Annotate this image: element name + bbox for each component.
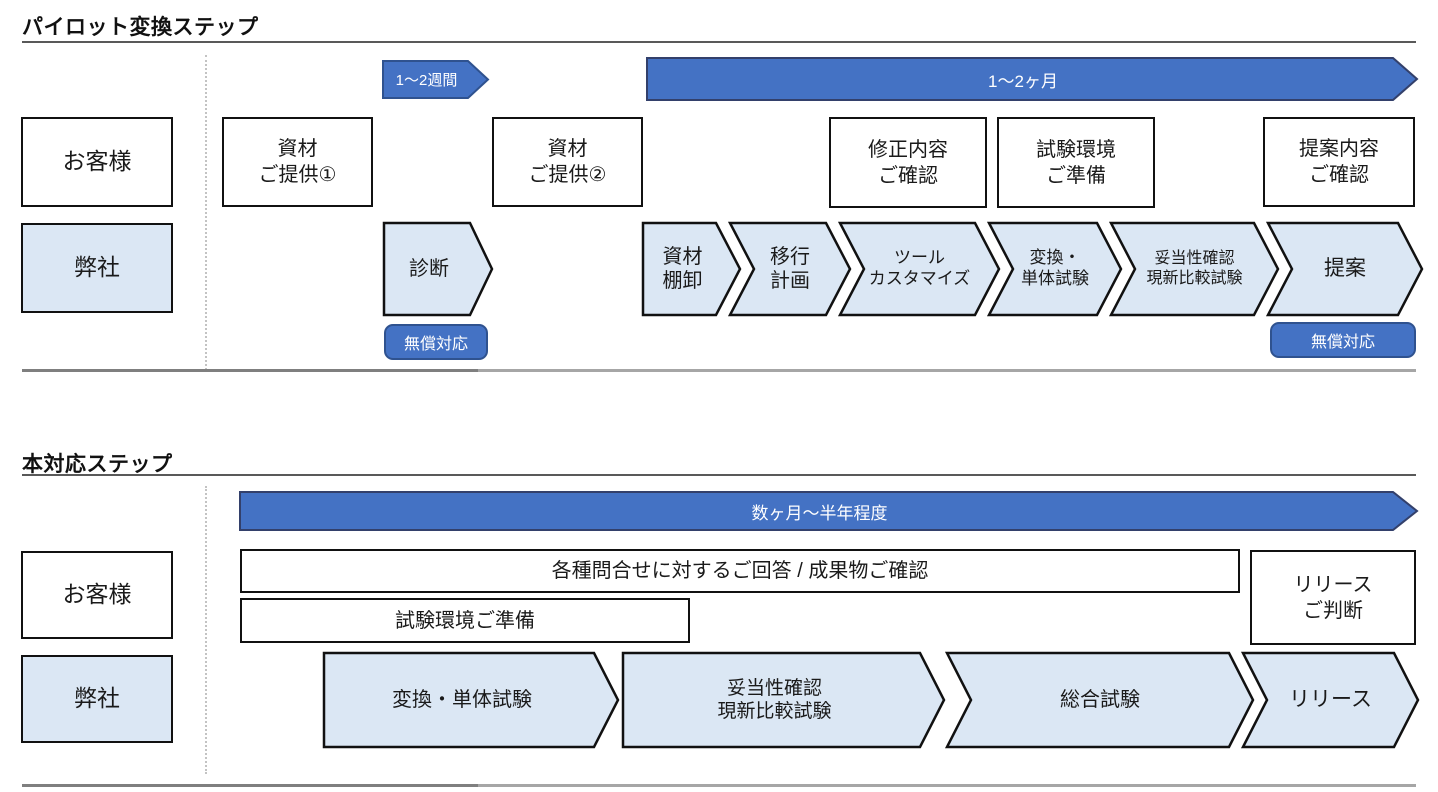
chevron-arrow-icon bbox=[944, 651, 1255, 749]
step-label: 妥当性確認 現新比較試験 bbox=[1146, 250, 1243, 287]
pentagon-arrow-icon bbox=[621, 651, 946, 749]
pentagon-arrow-icon bbox=[322, 651, 620, 749]
main-section-title: 本対応ステップ bbox=[22, 453, 173, 476]
chevron-arrow-icon bbox=[1108, 221, 1280, 317]
pilot-customer-step-box: 提案内容 ご確認 bbox=[1263, 117, 1415, 207]
chevron-arrow-icon bbox=[837, 221, 1001, 317]
step-label: 妥当性確認 現新比較試験 bbox=[717, 677, 832, 722]
right-arrow-icon bbox=[646, 57, 1419, 101]
main-company-step-chevron: 妥当性確認 現新比較試験 bbox=[621, 651, 946, 749]
main-customer-row-label: お客様 bbox=[21, 551, 173, 639]
right-arrow-icon bbox=[382, 60, 490, 99]
step-label: 変換・単体試験 bbox=[392, 688, 532, 711]
main-customer-step-box: 試験環境ご準備 bbox=[240, 598, 690, 643]
pilot-bottom-divider bbox=[22, 369, 478, 372]
pilot-section-title: パイロット変換ステップ bbox=[22, 16, 259, 39]
pilot-swimlane-divider bbox=[205, 55, 207, 370]
main-bottom-divider bbox=[478, 784, 1416, 787]
pilot-company-step-chevron: 妥当性確認 現新比較試験 bbox=[1108, 221, 1280, 317]
main-title-underline bbox=[22, 474, 1416, 476]
pilot-duration-short-label: 1〜2週間 bbox=[395, 72, 458, 89]
chevron-arrow-icon bbox=[1240, 651, 1420, 749]
free-support-badge: 無償対応 bbox=[1270, 322, 1416, 358]
chevron-arrow-icon bbox=[1265, 221, 1424, 317]
step-label: ツール カスタマイズ bbox=[868, 248, 971, 288]
main-company-step-chevron: リリース bbox=[1240, 651, 1420, 749]
main-swimlane-divider bbox=[205, 486, 207, 774]
step-label: リリース bbox=[1289, 688, 1372, 712]
right-arrow-icon bbox=[239, 491, 1419, 531]
step-label: 総合試験 bbox=[1060, 688, 1140, 711]
main-customer-step-box: リリース ご判断 bbox=[1250, 550, 1416, 645]
pilot-bottom-divider bbox=[478, 369, 1416, 372]
step-label: 移行 計画 bbox=[770, 245, 810, 292]
pilot-company-step-chevron: 資材 棚卸 bbox=[641, 221, 742, 317]
pilot-company-step-chevron: 提案 bbox=[1265, 221, 1424, 317]
pilot-duration-short-arrow: 1〜2週間 bbox=[382, 60, 490, 99]
pilot-company-step-chevron: 移行 計画 bbox=[727, 221, 852, 317]
main-duration-arrow: 数ヶ月〜半年程度 bbox=[239, 491, 1419, 531]
main-company-step-chevron: 変換・単体試験 bbox=[322, 651, 620, 749]
pilot-company-row-label: 弊社 bbox=[21, 223, 173, 313]
main-company-row-label: 弊社 bbox=[21, 655, 173, 743]
pilot-customer-step-box: 修正内容 ご確認 bbox=[829, 117, 987, 208]
pilot-customer-step-box: 資材 ご提供① bbox=[222, 117, 373, 207]
pentagon-arrow-icon bbox=[641, 221, 742, 317]
pilot-company-step-chevron: ツール カスタマイズ bbox=[837, 221, 1001, 317]
pilot-company-step-chevron: 診断 bbox=[382, 221, 494, 317]
main-company-step-chevron: 総合試験 bbox=[944, 651, 1255, 749]
chevron-arrow-icon bbox=[727, 221, 852, 317]
pilot-title-underline bbox=[22, 41, 1416, 43]
free-support-badge: 無償対応 bbox=[384, 324, 488, 360]
step-label: 変換・ 単体試験 bbox=[1021, 248, 1089, 288]
pilot-company-step-chevron: 変換・ 単体試験 bbox=[986, 221, 1123, 317]
pilot-customer-step-box: 試験環境 ご準備 bbox=[997, 117, 1155, 208]
pentagon-arrow-icon bbox=[382, 221, 494, 317]
main-duration-label: 数ヶ月〜半年程度 bbox=[751, 503, 888, 523]
main-bottom-divider bbox=[22, 784, 478, 787]
main-customer-step-box: 各種問合せに対するご回答 / 成果物ご確認 bbox=[240, 549, 1240, 593]
step-label: 資材 棚卸 bbox=[662, 245, 703, 292]
step-label: 提案 bbox=[1324, 257, 1366, 281]
chevron-arrow-icon bbox=[986, 221, 1123, 317]
pilot-customer-row-label: お客様 bbox=[21, 117, 173, 207]
step-label: 診断 bbox=[409, 257, 449, 280]
pilot-customer-step-box: 資材 ご提供② bbox=[492, 117, 643, 207]
pilot-duration-long-arrow: 1〜2ヶ月 bbox=[646, 57, 1419, 101]
pilot-duration-long-label: 1〜2ヶ月 bbox=[988, 71, 1058, 91]
